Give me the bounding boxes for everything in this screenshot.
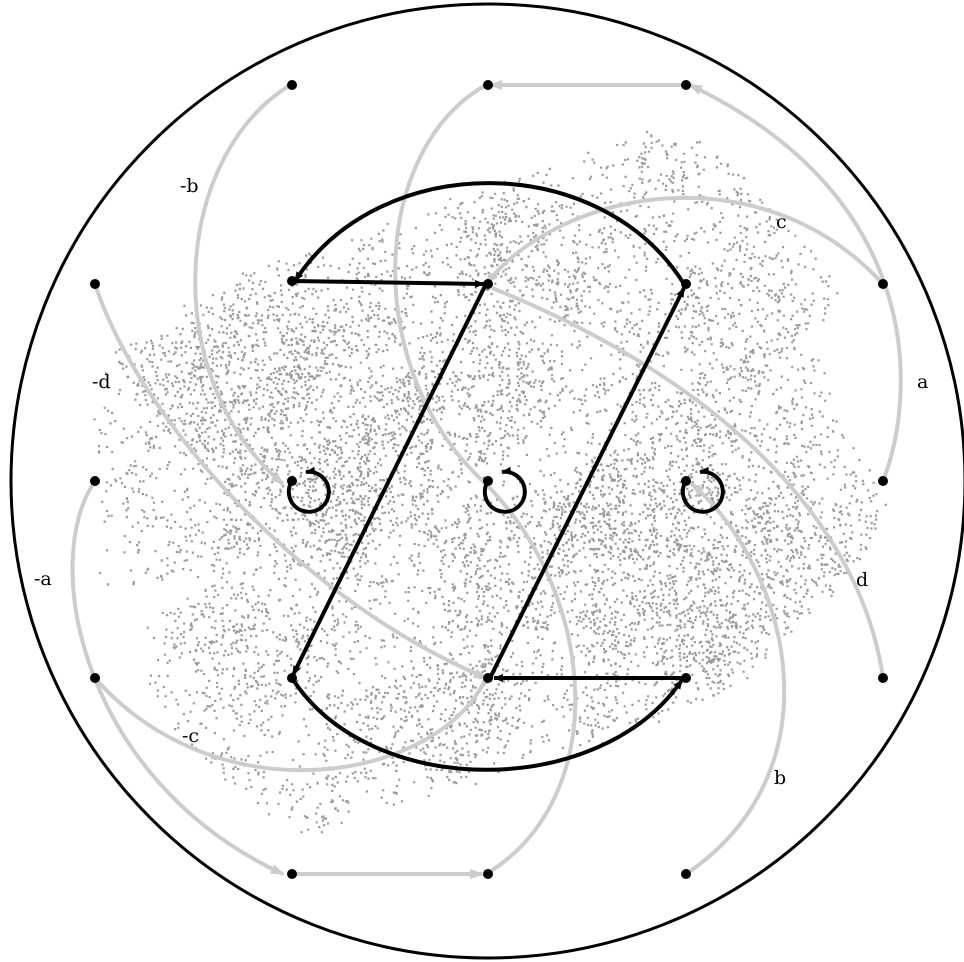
- point: [483, 279, 493, 289]
- point: [483, 476, 493, 486]
- label-c: c: [776, 211, 787, 233]
- arc-neg-b: [195, 85, 290, 484]
- point: [90, 279, 100, 289]
- point: [878, 673, 888, 683]
- point: [681, 80, 691, 90]
- point: [90, 673, 100, 683]
- label-neg-c: -c: [182, 725, 199, 747]
- point: [681, 869, 691, 879]
- label-a: a: [917, 371, 928, 393]
- point: [287, 673, 297, 683]
- point: [681, 279, 691, 289]
- point: [681, 673, 691, 683]
- label-d: d: [856, 569, 868, 591]
- lattice-points: [90, 80, 888, 879]
- label-b: b: [774, 767, 786, 789]
- point: [681, 476, 691, 486]
- point: [483, 869, 493, 879]
- label-neg-a: -a: [34, 568, 52, 590]
- point: [287, 276, 297, 286]
- point: [287, 869, 297, 879]
- point: [878, 279, 888, 289]
- point: [878, 476, 888, 486]
- top-horizontal-arrow: [292, 281, 484, 284]
- label-neg-b: -b: [180, 175, 199, 197]
- point: [287, 476, 297, 486]
- point: [287, 80, 297, 90]
- point: [483, 80, 493, 90]
- point: [90, 476, 100, 486]
- point: [483, 673, 493, 683]
- label-neg-d: -d: [92, 371, 111, 393]
- arc-neg-c: [95, 678, 486, 770]
